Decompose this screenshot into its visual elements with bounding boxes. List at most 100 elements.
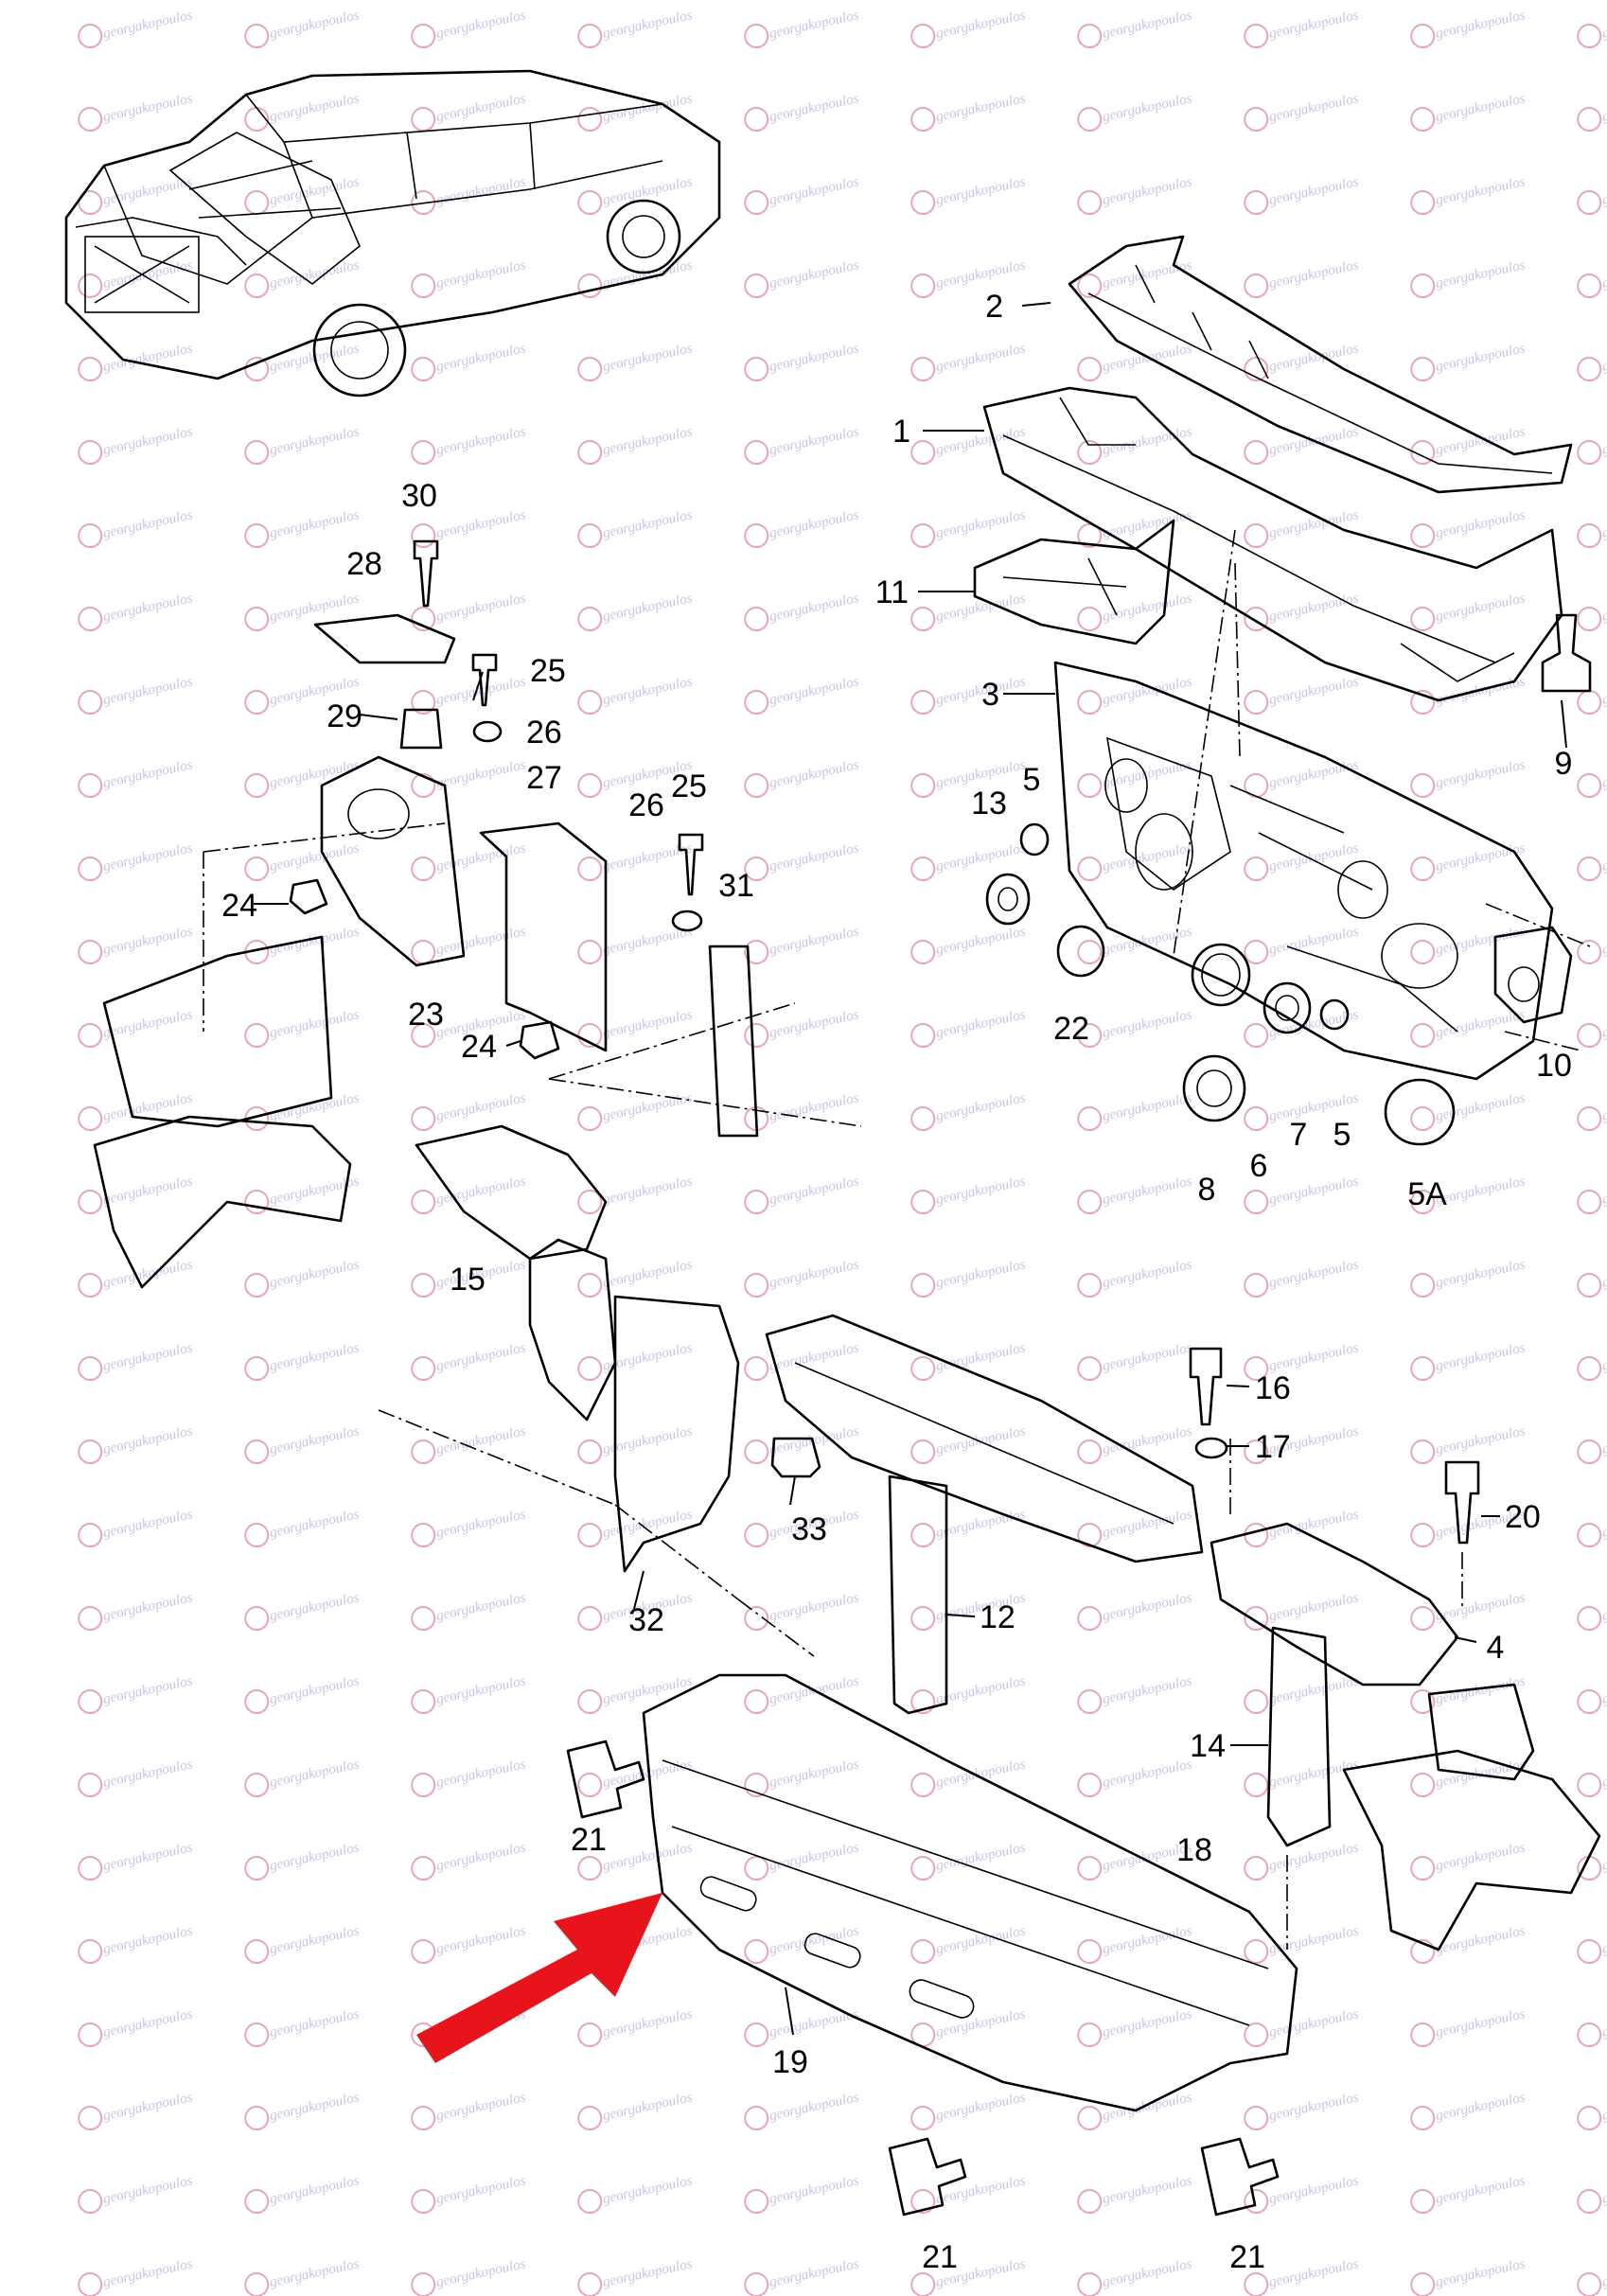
watermark-logo-icon: [78, 1689, 103, 1715]
watermark-logo-icon: [744, 1023, 769, 1049]
watermark-logo-icon: [244, 690, 270, 715]
callout-9: 9: [1555, 746, 1573, 782]
watermark-text: georgakopoulos: [935, 507, 1027, 541]
part-25-screw-upper: [471, 653, 498, 707]
watermark-logo-icon: [1410, 1356, 1436, 1382]
watermark-logo-icon: [78, 1856, 103, 1881]
watermark-logo-icon: [744, 940, 769, 965]
watermark-tile: georgakopoulos: [411, 757, 527, 799]
watermark-tile: georgakopoulos: [1577, 1590, 1607, 1632]
watermark-logo-icon: [244, 107, 270, 132]
watermark-logo-icon: [1577, 2106, 1602, 2131]
watermark-text: georgakopoulos: [602, 674, 694, 708]
watermark-tile: georgakopoulos: [244, 1673, 361, 1715]
watermark-text: georgakopoulos: [269, 1507, 361, 1541]
watermark-tile: georgakopoulos: [910, 1174, 1027, 1215]
watermark-text: georgakopoulos: [102, 2006, 194, 2040]
watermark-tile: georgakopoulos: [577, 1757, 694, 1798]
watermark-tile: georgakopoulos: [411, 174, 527, 216]
callout-32: 32: [628, 1602, 664, 1638]
watermark-text: georgakopoulos: [269, 1590, 361, 1624]
watermark-tile: georgakopoulos: [744, 424, 860, 466]
watermark-logo-icon: [910, 1689, 936, 1715]
watermark-tile: georgakopoulos: [411, 2256, 527, 2296]
watermark-text: georgakopoulos: [1268, 507, 1360, 541]
watermark-tile: georgakopoulos: [744, 2090, 860, 2131]
watermark-logo-icon: [910, 1939, 936, 1965]
watermark-tile: georgakopoulos: [744, 2006, 860, 2048]
watermark-tile: georgakopoulos: [1077, 2006, 1193, 2048]
watermark-text: georgakopoulos: [935, 1923, 1027, 1957]
watermark-text: georgakopoulos: [1102, 1590, 1193, 1624]
watermark-logo-icon: [1577, 940, 1602, 965]
watermark-logo-icon: [1244, 773, 1269, 799]
watermark-logo-icon: [1077, 523, 1103, 549]
watermark-text: georgakopoulos: [935, 2090, 1027, 2124]
watermark-text: georgakopoulos: [1268, 1174, 1360, 1208]
watermark-tile: georgakopoulos: [744, 507, 860, 549]
watermark-text: georgakopoulos: [1601, 1923, 1607, 1957]
watermark-logo-icon: [910, 190, 936, 216]
watermark-text: georgakopoulos: [602, 507, 694, 541]
watermark-logo-icon: [78, 1273, 103, 1298]
callout-11: 11: [875, 574, 909, 610]
watermark-text: georgakopoulos: [602, 8, 694, 42]
watermark-logo-icon: [1410, 2189, 1436, 2215]
watermark-text: georgakopoulos: [1268, 674, 1360, 708]
watermark-logo-icon: [1577, 24, 1602, 49]
watermark-text: georgakopoulos: [1102, 1923, 1193, 1957]
watermark-text: georgakopoulos: [768, 1757, 860, 1791]
watermark-tile: georgakopoulos: [577, 2090, 694, 2131]
watermark-logo-icon: [910, 1439, 936, 1465]
watermark-tile: georgakopoulos: [244, 1923, 361, 1965]
watermark-logo-icon: [1244, 1523, 1269, 1548]
watermark-logo-icon: [1577, 107, 1602, 132]
watermark-tile: georgakopoulos: [411, 8, 527, 49]
watermark-tile: georgakopoulos: [1577, 257, 1607, 299]
watermark-text: georgakopoulos: [435, 2090, 527, 2124]
watermark-text: georgakopoulos: [935, 1174, 1027, 1208]
part-7-grommet: [1263, 981, 1312, 1034]
watermark-logo-icon: [244, 190, 270, 216]
watermark-logo-icon: [1577, 1023, 1602, 1049]
watermark-tile: georgakopoulos: [1577, 2090, 1607, 2131]
watermark-logo-icon: [78, 1106, 103, 1132]
callout-1: 1: [892, 414, 910, 450]
watermark-text: georgakopoulos: [1435, 8, 1527, 42]
watermark-logo-icon: [1077, 24, 1103, 49]
callout-21-left: 21: [571, 1822, 607, 1858]
watermark-tile: georgakopoulos: [1410, 1590, 1527, 1632]
watermark-logo-icon: [78, 523, 103, 549]
watermark-text: georgakopoulos: [102, 1007, 194, 1041]
watermark-logo-icon: [744, 857, 769, 882]
watermark-tile: georgakopoulos: [411, 2090, 527, 2131]
watermark-logo-icon: [78, 1939, 103, 1965]
watermark-tile: georgakopoulos: [1244, 1257, 1360, 1298]
watermark-logo-icon: [577, 2106, 603, 2131]
watermark-tile: georgakopoulos: [1077, 1423, 1193, 1465]
watermark-tile: georgakopoulos: [1410, 1840, 1527, 1881]
watermark-text: georgakopoulos: [1601, 757, 1607, 791]
watermark-text: georgakopoulos: [935, 1340, 1027, 1374]
watermark-tile: georgakopoulos: [78, 1090, 194, 1132]
watermark-text: georgakopoulos: [1435, 1174, 1527, 1208]
watermark-text: georgakopoulos: [1102, 1340, 1193, 1374]
watermark-tile: georgakopoulos: [910, 674, 1027, 715]
watermark-logo-icon: [78, 607, 103, 632]
watermark-text: georgakopoulos: [1601, 2256, 1607, 2290]
callout-12: 12: [980, 1599, 1015, 1635]
watermark-logo-icon: [577, 607, 603, 632]
watermark-tile: georgakopoulos: [411, 1174, 527, 1215]
watermark-text: georgakopoulos: [935, 1507, 1027, 1541]
watermark-logo-icon: [577, 1773, 603, 1798]
watermark-text: georgakopoulos: [1268, 924, 1360, 958]
callout-21-bottom-right: 21: [1229, 2239, 1265, 2275]
watermark-logo-icon: [411, 357, 436, 382]
watermark-text: georgakopoulos: [435, 1757, 527, 1791]
watermark-logo-icon: [1244, 1356, 1269, 1382]
watermark-logo-icon: [1410, 773, 1436, 799]
watermark-logo-icon: [78, 857, 103, 882]
watermark-text: georgakopoulos: [102, 1507, 194, 1541]
watermark-logo-icon: [411, 24, 436, 49]
watermark-tile: georgakopoulos: [1077, 424, 1193, 466]
